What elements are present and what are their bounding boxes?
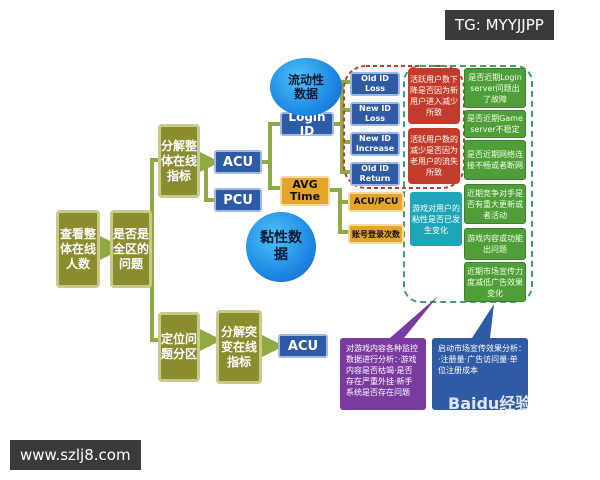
node-acu-2-label: ACU [287, 338, 319, 354]
analysis-green-1-label: 是否近期Login server问题出了故障 [468, 72, 522, 104]
node-locate-region-label: 定位问题分区 [161, 332, 198, 361]
callout-blue-text: 启动市场宣传效果分析：·注册量·广告访问量·单位注册成本 [438, 344, 522, 375]
callout-blue: 启动市场宣传效果分析：·注册量·广告访问量·单位注册成本 [432, 338, 528, 410]
node-old-id-loss-label: Old ID Loss [361, 74, 389, 93]
analysis-green-6: 近期市场宣传力度减低广告效果变化 [464, 262, 526, 302]
callout-purple-pointer [390, 296, 438, 338]
analysis-teal-1: 游戏对用户的粘性是否已发生变化 [410, 192, 462, 246]
analysis-green-3-label: 是否近期网络连接不畅或者断网 [467, 150, 523, 170]
node-avg-time-label: AVG Time [289, 178, 321, 203]
node-new-id-increase: New ID Increase [350, 132, 400, 156]
branch-acu-pcu [204, 162, 214, 202]
node-old-id-return: Old ID Return [350, 162, 400, 186]
analysis-red-2-label: 活跃用户数的减少是否因为老用户的流失所致 [410, 135, 458, 177]
watermark-baidu: Baidu经验 [448, 394, 532, 413]
bubble-sticky-data: 黏性数据 [246, 212, 316, 282]
analysis-green-4: 近期竞争对手是否有重大更新或者活动 [464, 184, 526, 224]
analysis-green-4-label: 近期竞争对手是否有重大更新或者活动 [467, 188, 523, 220]
node-check-region: 是否是全区的问题 [110, 210, 152, 288]
node-acu-1: ACU [214, 150, 262, 174]
callout-purple-text: 对游戏内容各种监控数据进行分析：·游戏内容是否枯竭·是否存在严重外挂·新手系统是… [346, 344, 418, 397]
branch-avg-acupcu [330, 188, 348, 234]
analysis-green-5-label: 游戏内容或功能出问题 [467, 234, 523, 254]
bubble-flow-data-label: 流动性数据 [287, 73, 324, 101]
watermark-top-right: TG: MYYJJPP [445, 10, 554, 40]
node-acu-2: ACU [278, 334, 328, 358]
node-view-total-label: 查看整体在线人数 [59, 226, 96, 271]
analysis-green-5: 游戏内容或功能出问题 [464, 228, 526, 260]
node-pcu: PCU [214, 188, 262, 212]
branch-acu-login-avg [262, 122, 280, 190]
node-account-login-count-label: 账号登录次数 [352, 229, 400, 239]
analysis-green-1: 是否近期Login server问题出了故障 [464, 68, 526, 108]
analysis-red-2: 活跃用户数的减少是否因为老用户的流失所致 [408, 128, 460, 184]
analysis-green-3: 是否近期网络连接不畅或者断网 [464, 140, 526, 180]
node-new-id-loss: New ID Loss [350, 102, 400, 126]
node-acu-1-label: ACU [222, 154, 254, 170]
branch-login-ids [334, 80, 350, 174]
node-decompose-overall: 分解整体在线指标 [158, 124, 200, 198]
node-avg-time: AVG Time [280, 176, 330, 206]
node-locate-region: 定位问题分区 [158, 312, 200, 382]
node-check-region-label: 是否是全区的问题 [113, 226, 150, 271]
callout-purple: 对游戏内容各种监控数据进行分析：·游戏内容是否枯竭·是否存在严重外挂·新手系统是… [340, 338, 426, 410]
node-decompose-spike-label: 分解突变在线指标 [220, 324, 257, 369]
node-old-id-return-label: Old ID Return [359, 164, 391, 183]
node-old-id-loss: Old ID Loss [350, 72, 400, 96]
callout-blue-pointer [472, 304, 494, 338]
node-account-login-count: 账号登录次数 [348, 224, 404, 244]
bubble-flow-data: 流动性数据 [270, 58, 342, 116]
node-decompose-spike: 分解突变在线指标 [216, 310, 262, 384]
analysis-green-2: 是否近期Game server不稳定 [464, 110, 526, 138]
node-view-total: 查看整体在线人数 [56, 210, 100, 288]
node-new-id-loss-label: New ID Loss [359, 104, 391, 123]
analysis-green-6-label: 近期市场宣传力度减低广告效果变化 [467, 266, 523, 298]
node-acu-pcu-label: ACU/PCU [353, 197, 399, 207]
node-decompose-overall-label: 分解整体在线指标 [161, 138, 198, 183]
analysis-red-1-label: 活跃用户数下降是否因为新用户进入减少所致 [410, 75, 458, 117]
analysis-teal-1-label: 游戏对用户的粘性是否已发生变化 [412, 203, 460, 235]
node-acu-pcu: ACU/PCU [348, 192, 404, 212]
watermark-bottom-left: www.szlj8.com [10, 440, 141, 470]
node-new-id-increase-label: New ID Increase [355, 134, 395, 153]
analysis-red-1: 活跃用户数下降是否因为新用户进入减少所致 [408, 68, 460, 124]
bubble-sticky-data-label: 黏性数据 [260, 230, 302, 263]
node-pcu-label: PCU [223, 192, 253, 208]
dashed-frame-green [403, 65, 533, 303]
analysis-green-2-label: 是否近期Game server不稳定 [467, 114, 523, 134]
